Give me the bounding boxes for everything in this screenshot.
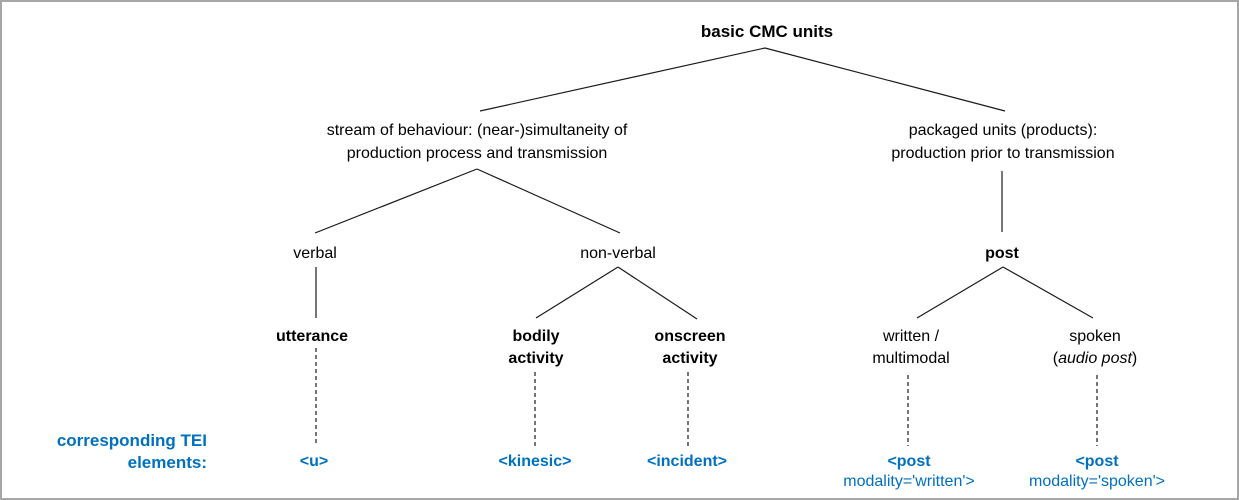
node-post-label: post [985, 245, 1019, 262]
node-onscreen-activity: onscreen activity [654, 326, 725, 370]
tei-element-post-spoken: <post modality='spoken'> [1029, 452, 1165, 492]
tei-caption-line1: corresponding TEI [56, 431, 207, 450]
tei-element-kinesic: <kinesic> [498, 453, 572, 470]
node-written-multimodal: written / multimodal [872, 326, 949, 370]
node-spoken-audio-post: spoken (audio post) [1053, 326, 1138, 370]
edge-root-packaged [764, 47, 1006, 112]
node-onscreen-line1: onscreen [654, 328, 726, 345]
edge-post-written [916, 266, 1004, 319]
edge-stream-nonverbal [476, 168, 621, 234]
node-written-line1: written / [882, 328, 940, 345]
tei-post-written-line2: modality='written'> [843, 473, 975, 490]
node-nonverbal: non-verbal [580, 242, 656, 265]
node-packaged-units: packaged units (products): production pr… [891, 119, 1114, 165]
node-spoken-line2: (audio post) [1052, 350, 1138, 367]
node-bodily-activity: bodily activity [508, 326, 563, 370]
node-post: post [985, 242, 1019, 265]
tei-element-post-written: <post modality='written'> [843, 452, 975, 492]
node-utterance-label: utterance [275, 328, 349, 345]
node-spoken-line1: spoken [1069, 328, 1121, 345]
node-packaged-line1: packaged units (products): [908, 122, 1098, 139]
tei-caption: corresponding TEI elements: [32, 430, 207, 474]
tei-caption-line2: elements: [127, 453, 207, 472]
node-utterance: utterance [276, 326, 348, 348]
edge-post-spoken [1002, 266, 1094, 319]
tei-element-u: <u> [299, 453, 329, 470]
tei-post-spoken-line2: modality='spoken'> [1029, 473, 1165, 490]
node-bodily-line1: bodily [512, 328, 560, 345]
node-bodily-line2: activity [508, 350, 564, 367]
tei-post-written-line1: <post [887, 453, 931, 470]
audio-post-italic: audio post [1058, 350, 1132, 367]
node-verbal: verbal [293, 242, 337, 265]
node-basic-cmc-units: basic CMC units [701, 22, 833, 42]
node-stream-line1: stream of behaviour: (near-)simultaneity… [326, 122, 628, 139]
node-written-line2: multimodal [872, 350, 950, 367]
edge-stream-verbal [314, 168, 478, 234]
edge-nonverbal-bodily [535, 266, 619, 319]
edge-root-stream [479, 47, 766, 112]
tei-element-incident: <incident> [646, 453, 728, 470]
node-basic-cmc-units-label: basic CMC units [700, 22, 834, 41]
node-packaged-line2: production prior to transmission [891, 145, 1115, 162]
tei-post-spoken-line1: <post [1075, 453, 1119, 470]
node-stream-of-behaviour: stream of behaviour: (near-)simultaneity… [327, 119, 628, 165]
node-verbal-label: verbal [293, 245, 337, 262]
node-nonverbal-label: non-verbal [580, 245, 656, 262]
edge-nonverbal-onscreen [617, 266, 698, 320]
node-onscreen-line2: activity [662, 350, 718, 367]
node-stream-line2: production process and transmission [346, 145, 608, 162]
